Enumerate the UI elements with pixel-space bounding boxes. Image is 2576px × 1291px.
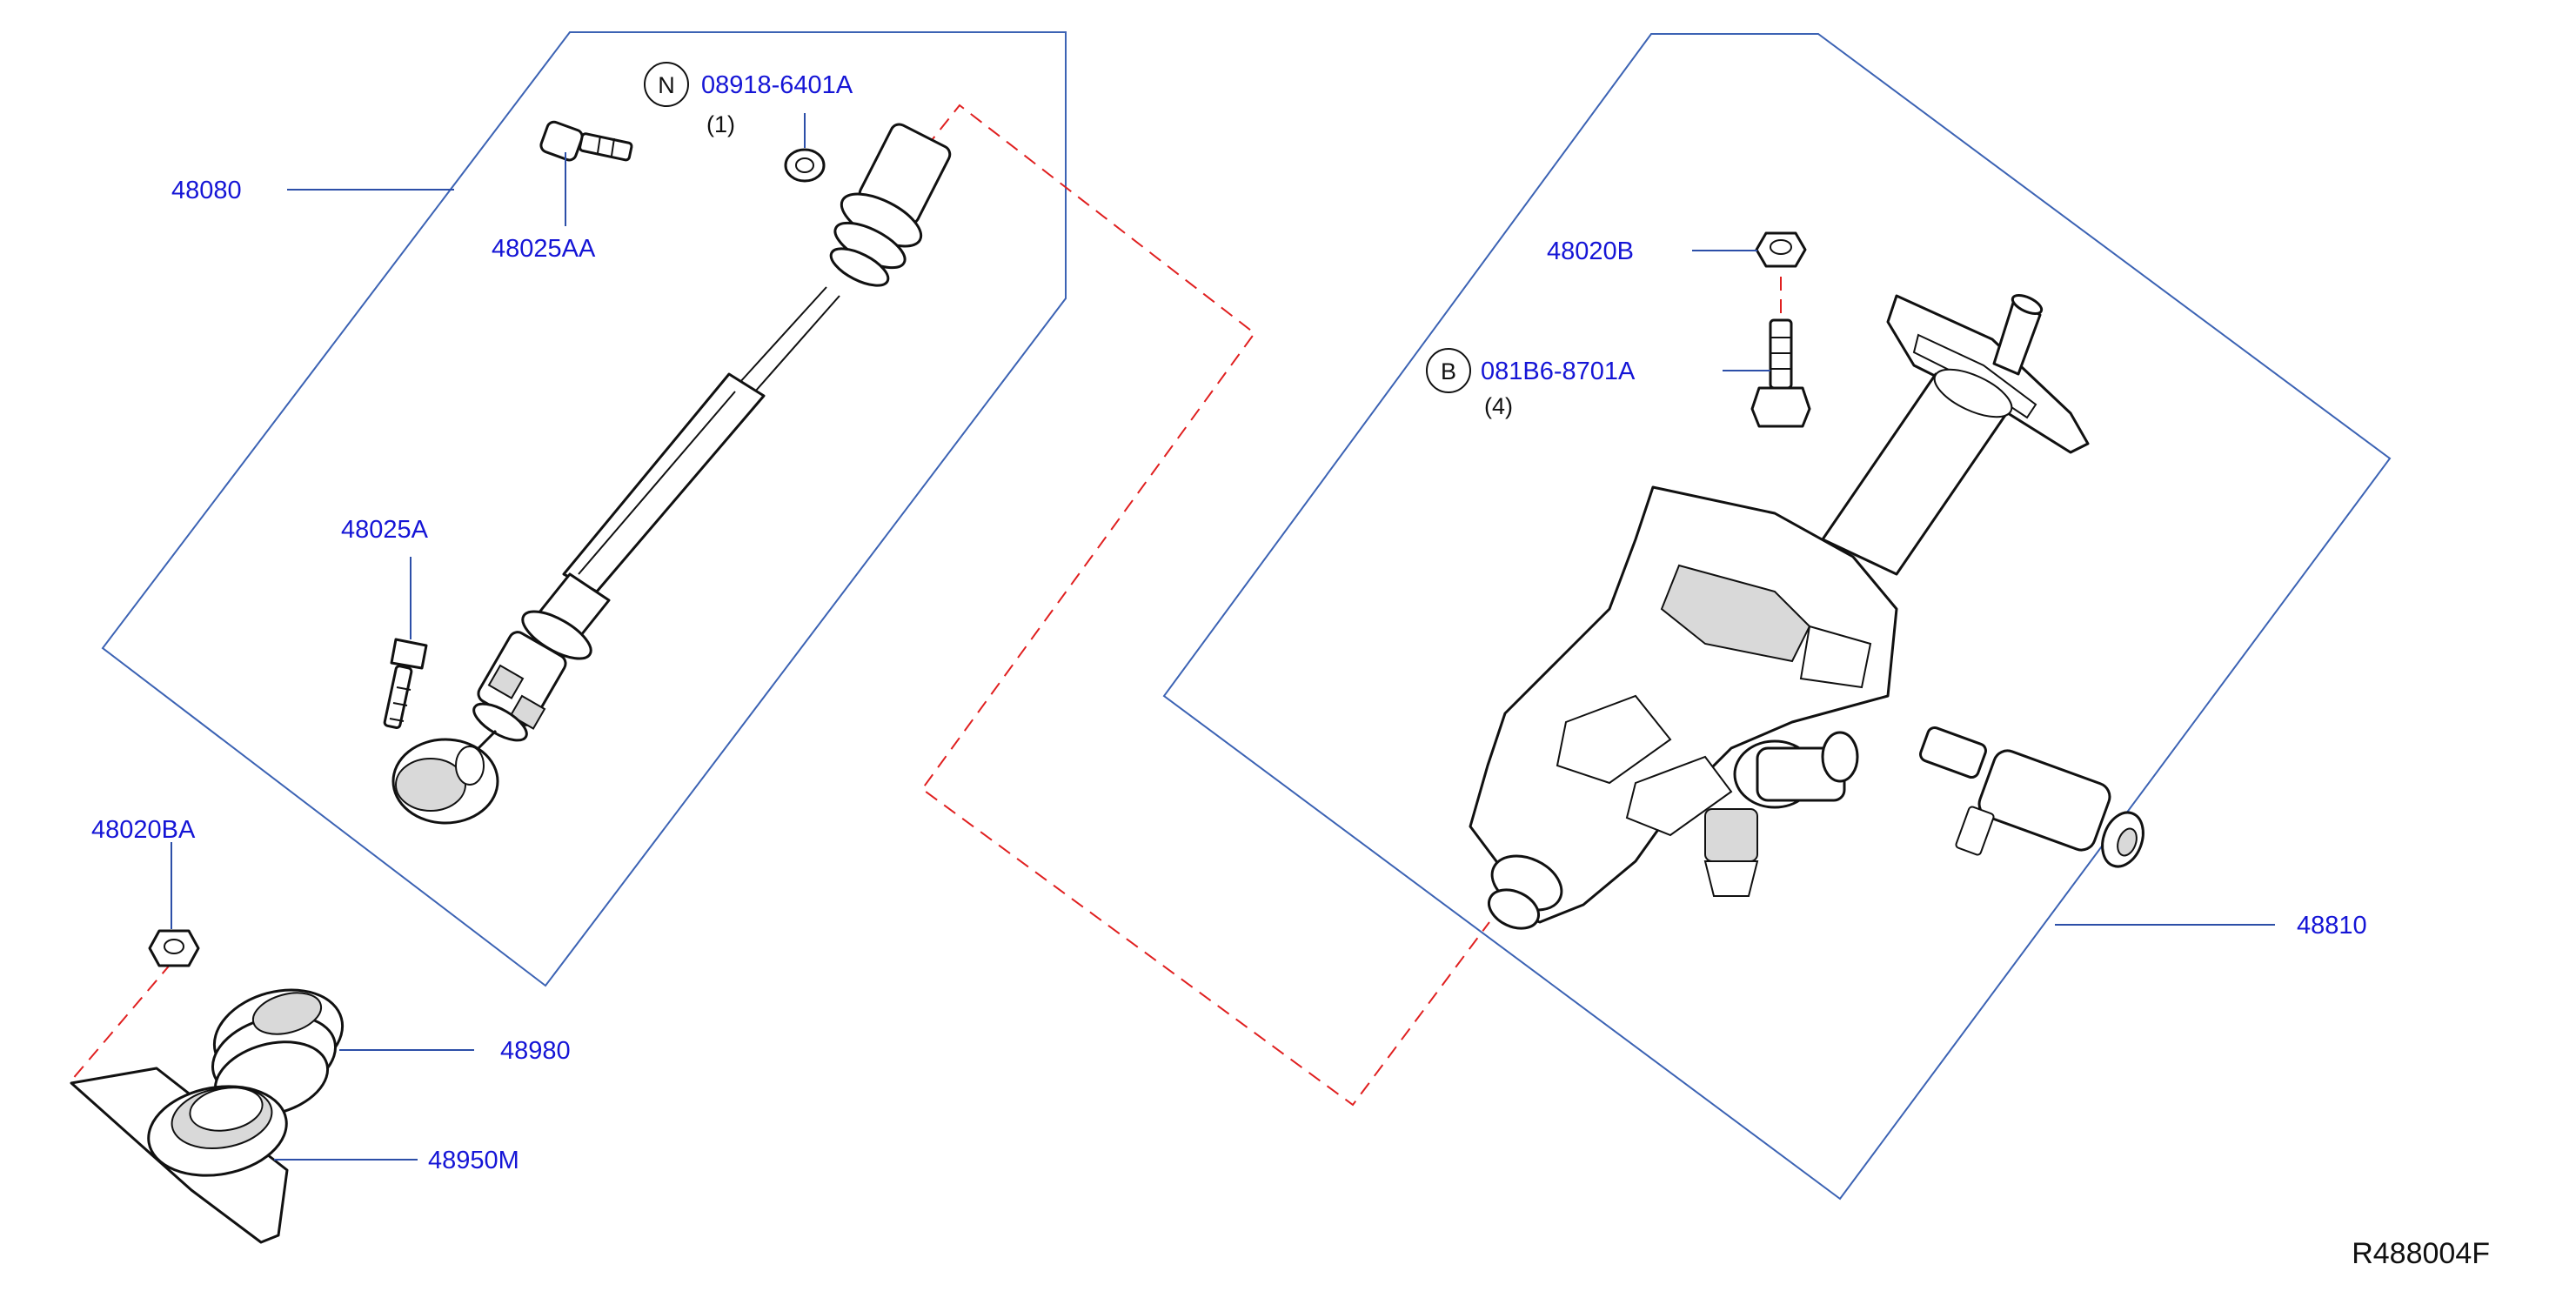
telescopic-motor-illustration: [1919, 726, 2144, 868]
washer-08918-6401a-illustration: [784, 148, 826, 183]
bolt-081b6-8701a-illustration: [1750, 318, 1811, 428]
part-label-48080[interactable]: 48080: [171, 177, 242, 204]
qty-label-08918-6401a: (1): [706, 111, 735, 137]
n-badge-letter: N: [658, 72, 675, 98]
part-label-48020ba[interactable]: 48020BA: [91, 816, 196, 844]
nut-to-insulator-dashed-connector: [70, 962, 172, 1081]
n-badge: [644, 62, 689, 107]
part-label-48025a[interactable]: 48025A: [341, 516, 429, 544]
bolt-48025a-illustration: [383, 638, 428, 729]
insulator-48950m-illustration: [70, 1067, 289, 1244]
b-badge-letter: B: [1441, 358, 1456, 385]
part-label-48020b[interactable]: 48020B: [1547, 237, 1634, 265]
part-label-08918-6401a[interactable]: 08918-6401A: [701, 71, 853, 99]
intermediate-shaft-illustration: [391, 123, 952, 825]
nut-48020ba-illustration: [148, 929, 200, 967]
intermediate-shaft-group-frame: [101, 31, 1067, 987]
part-label-48810[interactable]: 48810: [2297, 912, 2367, 940]
steering-column-illustration: [1469, 293, 2090, 930]
part-label-48025aa[interactable]: 48025AA: [492, 235, 596, 263]
diagram-reference-code: R488004F: [2352, 1237, 2490, 1270]
part-label-48980[interactable]: 48980: [500, 1037, 571, 1065]
b-badge: [1426, 348, 1471, 393]
part-label-081b6-8701a[interactable]: 081B6-8701A: [1481, 358, 1636, 385]
qty-label-081b6-8701a: (4): [1484, 393, 1513, 419]
bolt-48025aa-illustration: [539, 120, 633, 162]
boot-48980-illustration: [211, 988, 345, 1117]
shaft-to-column-dashed-connector: [897, 104, 1490, 1107]
part-label-48950m[interactable]: 48950M: [428, 1147, 519, 1174]
nut-48020b-illustration: [1755, 231, 1807, 268]
